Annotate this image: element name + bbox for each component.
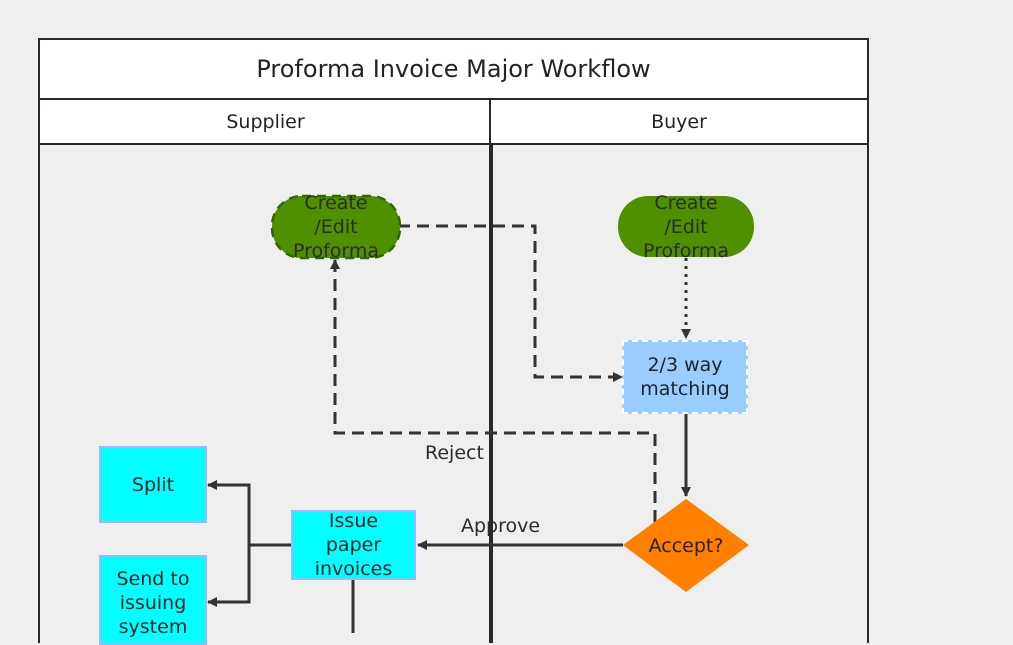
edge-supplier-create-to-matching [398, 224, 623, 382]
send-to-issuing-system: Send to issuing system [99, 555, 207, 645]
split-node: Split [99, 446, 207, 523]
lane-supplier [38, 143, 493, 643]
diagram-title: Proforma Invoice Major Workflow [38, 38, 869, 100]
approve-label: Approve [461, 515, 541, 537]
edge-reject [330, 259, 657, 522]
lane-buyer [489, 143, 869, 643]
lane-header-supplier: Supplier [38, 98, 493, 145]
supplier-create-outline [270, 194, 402, 260]
accept-decision: Accept? [648, 534, 724, 557]
issue-paper-invoices: Issue paper invoices [291, 510, 416, 580]
buyer-create-edit-proforma: Create /Edit Proforma [618, 192, 754, 262]
edge-issue-to-split [207, 480, 292, 547]
supplier-create-edit-proforma: Create /Edit Proforma [292, 192, 380, 262]
accept-decision-shape [623, 499, 749, 592]
edge-issue-to-send [207, 545, 251, 607]
reject-label: Reject [425, 442, 484, 464]
lane-header-buyer: Buyer [489, 98, 869, 145]
two-three-way-matching: 2/3 way matching [622, 340, 748, 414]
